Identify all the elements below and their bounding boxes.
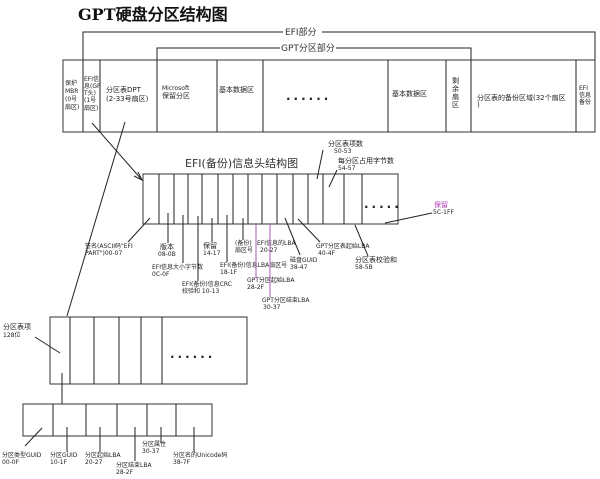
label-entries-count: 分区表项数 xyxy=(328,139,363,148)
label-offset: 14-17 xyxy=(203,250,221,257)
partition-table-ellipsis: ...... xyxy=(170,347,215,361)
efi-bracket: EFI部分 xyxy=(82,26,596,60)
label-offset: 54-57 xyxy=(338,165,356,172)
partition-table-box: ...... xyxy=(49,316,248,385)
label-reserved-tail: 保留 xyxy=(434,200,448,209)
cell-partition-table: 分区表DPT (2-33号扇区) xyxy=(106,85,149,103)
partition-entry-box xyxy=(22,403,213,437)
label-crc: EFI(备份)信息CRC xyxy=(182,280,232,288)
cell-basic-data-2: 基本数据区 xyxy=(392,89,427,98)
label-table-lba: GPT分区表起始LBA xyxy=(316,242,370,250)
label-attributes: 分区属性 xyxy=(142,440,166,448)
cell-text: ) xyxy=(477,101,480,109)
gpt-bracket: GPT分区部分 xyxy=(156,42,472,60)
label-lba: EFI(备份)信息LBA扇区号 xyxy=(220,261,287,269)
cell-text: Microsoft xyxy=(162,85,190,92)
label-table-crc: 分区表校验和 xyxy=(355,255,397,264)
header-structure-box: ..... xyxy=(142,173,402,225)
label-signature: 签名(ASCII码"EFI xyxy=(85,242,133,250)
cell-basic-data-1: 基本数据区 xyxy=(219,85,254,94)
label-offset: 00-0F xyxy=(2,459,20,466)
label-offset: 28-2F xyxy=(247,284,265,291)
cell-text: 扇 xyxy=(452,92,459,101)
cell-text: MBR xyxy=(65,88,78,95)
cell-partition-table-backup: 分区表的备份区域(32个扇区 ) xyxy=(477,93,566,109)
efi-bracket-label: EFI部分 xyxy=(285,26,317,38)
cell-ellipsis: ...... xyxy=(286,89,331,103)
label-offset: 50-53 xyxy=(334,148,352,155)
label-backup-lba: (备份) xyxy=(235,239,252,247)
label-offset: 28-2F xyxy=(116,469,134,476)
header-ellipsis: ..... xyxy=(364,197,402,211)
cell-text: 息(GP xyxy=(84,82,101,90)
cell-protective-mbr: 保护 MBR (0号 扇区) xyxy=(65,79,79,111)
label-offset: 扇区号 xyxy=(235,246,253,254)
label-offset: 5C-1FF xyxy=(433,209,454,216)
label-offset: 38-7F xyxy=(173,459,191,466)
cell-text: EFI信 xyxy=(84,75,99,83)
cell-text: 保留分区 xyxy=(162,91,190,100)
label-offset: 40-4F xyxy=(318,250,336,257)
label-offset: 38-47 xyxy=(290,264,308,271)
label-efi-lba: EFI信息的LBA xyxy=(257,239,296,247)
cell-text: (2-33号扇区) xyxy=(106,94,149,103)
label-offset: 校验和 10-13 xyxy=(182,287,220,295)
header-structure-title: EFI(备份)信息头结构图 xyxy=(185,156,298,170)
label-offset: 58-5B xyxy=(355,264,373,271)
diagram-title: GPT硬盘分区结构图 xyxy=(78,5,228,24)
connector-partition-table xyxy=(66,121,126,317)
arrow-head-icon xyxy=(133,171,144,182)
label-guid: 分区GUID xyxy=(50,451,78,459)
disk-layout: 保护 MBR (0号 扇区) EFI信 息(GP T头) (1号 扇区) 分区表… xyxy=(62,59,596,133)
label-offset: 128位 xyxy=(3,331,20,339)
cell-text: 扇区) xyxy=(84,104,98,112)
label-name: 分区名的Unicode码 xyxy=(173,451,227,459)
cell-text: 信息 xyxy=(579,91,591,99)
label-start-lba: 分区起始LBA xyxy=(85,451,121,459)
cell-efi-header: EFI信 息(GP T头) (1号 扇区) xyxy=(83,75,101,112)
label-last-lba: GPT分区结束LBA xyxy=(262,296,310,304)
label-version: 版本 xyxy=(160,242,174,251)
connector-header xyxy=(91,122,143,181)
label-first-lba: GPT分区起始LBA xyxy=(247,276,295,284)
label-offset: 08-0B xyxy=(158,251,176,258)
cell-remaining-sectors: 剩 余 扇 区 xyxy=(452,76,459,109)
label-offset: 20-27 xyxy=(85,459,103,466)
leader-line xyxy=(34,336,61,354)
label-offset: 18-1F xyxy=(220,269,238,276)
cell-efi-backup: EFI 信息 备份 xyxy=(579,85,591,106)
gpt-bracket-label: GPT分区部分 xyxy=(281,42,335,54)
header-labels: 分区表项数 50-53 每分区占用字节数 54-57 保留 5C-1FF 签名(… xyxy=(85,139,454,311)
cell-text: 区 xyxy=(452,101,459,109)
label-end-lba: 分区结束LBA xyxy=(116,461,152,469)
cell-text: (0号 xyxy=(65,96,77,103)
label-offset: 20-27 xyxy=(260,247,278,254)
cell-text: 分区表的备份区域(32个扇区 xyxy=(477,93,566,102)
label-partition-entries: 分区表项 xyxy=(3,322,31,331)
label-disk-guid: 磁盘GUID xyxy=(290,256,318,264)
label-type-guid: 分区类型GUID xyxy=(2,451,42,459)
label-offset: 30-37 xyxy=(142,448,160,455)
cell-text: 分区表DPT xyxy=(106,85,142,94)
cell-text: 剩 xyxy=(452,76,459,85)
cell-text: (1号 xyxy=(84,97,96,104)
cell-text: 备份 xyxy=(579,98,591,106)
cell-text: 扇区) xyxy=(65,103,79,111)
label-reserved: 保留 xyxy=(203,241,217,250)
label-entry-size: 每分区占用字节数 xyxy=(338,156,394,165)
cell-text: T头) xyxy=(83,89,96,97)
label-header-size: EFI信息大小字节数 xyxy=(152,263,203,271)
cell-text: 余 xyxy=(452,84,459,93)
cell-text: 保护 xyxy=(65,79,77,87)
entry-labels: 分区类型GUID 00-0F 分区GUID 10-1F 分区起始LBA 20-2… xyxy=(2,427,227,476)
cell-microsoft-reserved: Microsoft 保留分区 xyxy=(162,85,190,100)
cell-text: EFI xyxy=(579,85,588,92)
label-offset: PART")00-07 xyxy=(85,250,122,257)
label-offset: 30-37 xyxy=(263,304,281,311)
label-offset: 10-1F xyxy=(50,459,68,466)
label-offset: 0C-0F xyxy=(152,271,170,278)
